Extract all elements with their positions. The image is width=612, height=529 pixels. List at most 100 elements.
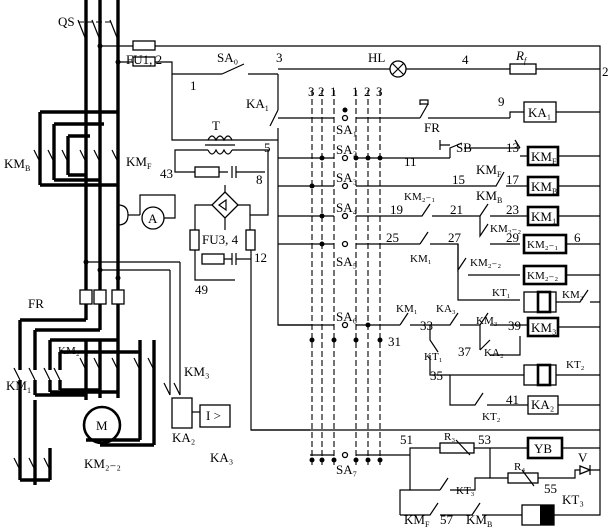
km21-power-label: KM₂₋₁ <box>58 345 89 357</box>
kmb-power-label: KMB <box>4 156 30 173</box>
node-41: 41 <box>506 392 519 407</box>
sa6-label: SA₆ <box>336 309 357 324</box>
node-3: 3 <box>276 50 283 65</box>
node-5: 5 <box>264 140 271 155</box>
node-13: 13 <box>506 140 519 155</box>
node-23: 23 <box>506 202 519 217</box>
km1-control-label: KM₁ <box>410 253 432 265</box>
ka2-coil-label: KA₂ <box>531 397 554 412</box>
node-27: 27 <box>448 230 462 245</box>
node-6: 6 <box>574 230 581 245</box>
node-4: 4 <box>462 52 469 67</box>
sa-pos-right-3: 3 <box>376 84 383 99</box>
km1-power-label: KM1 <box>6 378 31 395</box>
sa2-label: SA₂ <box>336 142 357 157</box>
sa-contacts <box>341 114 349 459</box>
kt2-coil-label: KT₂ <box>566 359 585 371</box>
ka1-coil-label: KA₁ <box>528 105 551 120</box>
ka3-33-label: KA₃ <box>436 303 456 315</box>
km3-power-label: KM₃ <box>184 364 209 379</box>
node-11: 11 <box>404 154 417 169</box>
node-51: 51 <box>400 432 413 447</box>
km1-33-label: KM₁ <box>396 303 418 315</box>
sa-pos-left-2: 2 <box>318 84 325 99</box>
control-circuit <box>155 45 601 526</box>
node-57: 57 <box>440 512 454 527</box>
ka2-contact-label: KA₂ <box>484 347 504 359</box>
km22-coil-label: KM₂₋₂ <box>527 270 558 282</box>
motor-label: M <box>96 418 108 433</box>
node-39: 39 <box>508 318 521 333</box>
overcurrent-relay-label: I > <box>206 408 221 423</box>
power-circuit <box>13 0 231 485</box>
sa7-label: SA₇ <box>336 462 357 477</box>
ka3-power-label: KA₃ <box>210 450 233 465</box>
kmb-57-label: KMB <box>466 512 492 529</box>
kmf-15-label: KMF <box>476 162 502 179</box>
kt2-contact-label: KT₂ <box>482 411 501 423</box>
sa4-label: SA₄ <box>336 200 358 215</box>
node-9: 9 <box>498 94 505 109</box>
km22-control-label-2: KM₂₋₂ <box>470 257 501 269</box>
r3-label: R₃ <box>444 431 455 443</box>
km3-control-label: KM₃ <box>562 289 584 301</box>
kt1-contact-label: KT₁ <box>492 287 511 299</box>
node-15: 15 <box>452 172 465 187</box>
sb-label: SB <box>456 140 472 155</box>
node-1: 1 <box>190 78 197 93</box>
node-35: 35 <box>430 368 443 383</box>
sa1-label: SA₁ <box>336 122 357 137</box>
fu12-label: FU1, 2 <box>126 52 162 67</box>
km1-coil-label: KM₁ <box>531 209 556 224</box>
kmb-19-label: KMB <box>476 188 502 205</box>
transformer-label: T <box>212 118 220 133</box>
sa0-label: SA₀ <box>217 50 238 65</box>
fr-contact-label: FR <box>424 120 440 135</box>
ka1-contact-label: KA1 <box>246 96 269 113</box>
km3-coil-label: KM₃ <box>531 320 556 335</box>
node-19: 19 <box>390 202 403 217</box>
qs-label: QS <box>58 14 75 29</box>
yb-coil-label: YB <box>534 441 552 456</box>
sa-pos-right-2: 2 <box>364 84 371 99</box>
node-2: 2 <box>602 64 609 79</box>
km21-coil-label: KM₂₋₁ <box>527 239 558 251</box>
sa-pos-left-1: 1 <box>330 84 337 99</box>
sa5-label: SA₅ <box>336 254 357 269</box>
diode-label: V <box>578 450 588 465</box>
node-55: 55 <box>544 481 557 496</box>
km3-39-label: KM₃ <box>476 315 498 327</box>
r4-label: R₄ <box>514 461 525 473</box>
kmb-coil-label: KMB <box>531 179 557 196</box>
node-31: 31 <box>388 334 401 349</box>
labels: QS FU1, 2 SA₀ 1 3 HL 4 Rf 2 KA1 T 5 FR 9… <box>4 14 609 529</box>
kmf-coil-label: KMF <box>531 149 557 166</box>
sa-pos-right-1: 1 <box>352 84 359 99</box>
sa3-label: SA₃ <box>336 170 357 185</box>
kmf-57-label: KMF <box>404 512 430 529</box>
hl-label: HL <box>368 50 385 65</box>
ka2-power-label: KA₂ <box>172 430 195 445</box>
node-12: 12 <box>254 250 267 265</box>
km21-control-label: KM₂₋₁ <box>404 191 435 203</box>
node-29: 29 <box>506 230 519 245</box>
fu34-label: FU3, 4 <box>202 232 239 247</box>
node-49: 49 <box>195 282 208 297</box>
node-8: 8 <box>256 172 263 187</box>
km22-control-label: KM₂₋₂ <box>490 223 521 235</box>
coil-labels: KA₁ KMF KMB KM₁ KM₂₋₁ KM₂₋₂ KM₃ KA₂ YB K… <box>527 105 584 507</box>
kt1-timed-label: KT₁ <box>424 351 443 363</box>
node-37: 37 <box>458 344 472 359</box>
kmf-power-label: KMF <box>126 154 152 171</box>
km22-power-label: KM₂₋₂ <box>84 456 121 471</box>
rf-label: Rf <box>515 48 528 65</box>
node-33: 33 <box>420 318 433 333</box>
node-25: 25 <box>386 230 399 245</box>
ammeter-label: A <box>148 211 158 226</box>
node-43: 43 <box>160 166 173 181</box>
node-53: 53 <box>478 432 491 447</box>
kt3-coil-label: KT₃ <box>562 492 584 507</box>
fr-power-label: FR <box>28 296 44 311</box>
node-21: 21 <box>450 202 463 217</box>
